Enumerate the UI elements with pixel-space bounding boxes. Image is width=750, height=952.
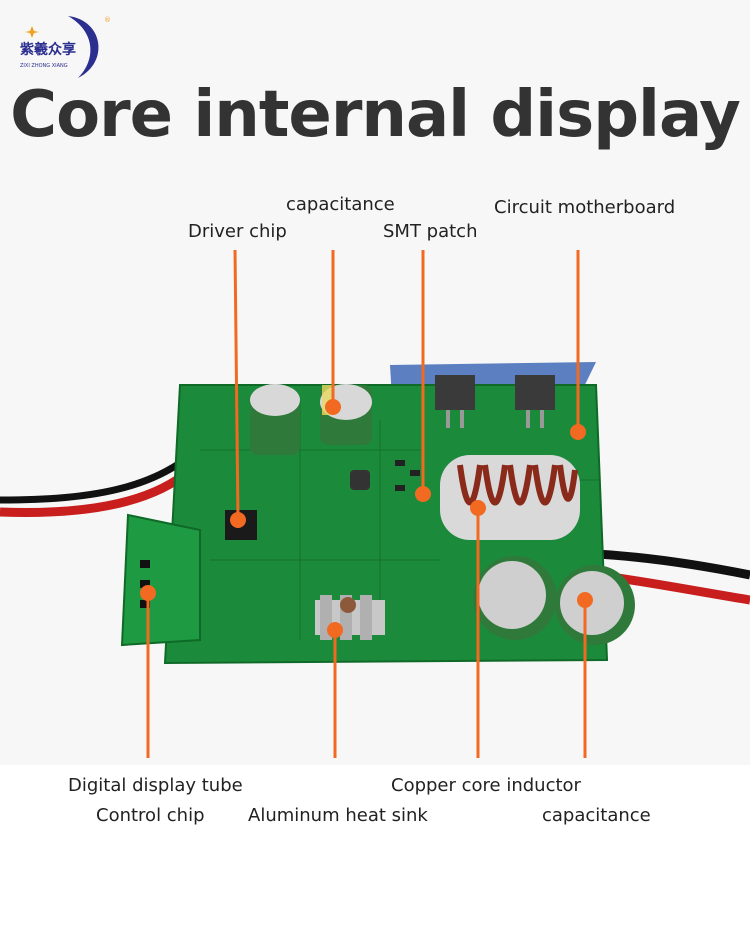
marker-circuit-motherboard <box>570 424 586 440</box>
label-control-chip: Control chip <box>96 805 205 826</box>
transistor-2 <box>515 375 555 410</box>
marker-copper-core-inductor <box>470 500 486 516</box>
logo-text-en: ZIXI ZHONG XIANG <box>20 63 68 69</box>
label-driver-chip: Driver chip <box>188 221 287 242</box>
label-copper-core-inductor: Copper core inductor <box>391 775 581 796</box>
label-smt-patch: SMT patch <box>383 221 478 242</box>
marker-digital-display-tube <box>140 585 156 601</box>
registered-mark: ® <box>104 16 111 24</box>
star-icon <box>25 26 39 38</box>
label-capacitance-bottom: capacitance <box>542 805 651 826</box>
label-capacitance-top: capacitance <box>286 194 395 215</box>
logo-text-cn: 紫羲众享 <box>20 41 76 58</box>
page-title: Core internal display <box>10 78 741 152</box>
marker-smt-patch <box>415 486 431 502</box>
copper-core-inductor <box>440 455 580 540</box>
leader-line-driver-chip <box>233 249 240 521</box>
brand-logo: 紫羲众享 ZIXI ZHONG XIANG ® <box>20 16 111 78</box>
bottom-label-area <box>0 765 750 952</box>
capacitor-bottom-2 <box>555 565 635 645</box>
digital-display-board <box>120 513 201 647</box>
marker-aluminum-heat-sink <box>327 622 343 638</box>
transistor-1 <box>435 375 475 410</box>
capacitor-top-2 <box>320 384 372 445</box>
marker-capacitance-top <box>325 399 341 415</box>
capacitor-top-1 <box>250 384 300 455</box>
marker-driver-chip <box>230 512 246 528</box>
marker-capacitance-bottom <box>577 592 593 608</box>
aluminum-heat-sink <box>315 595 385 640</box>
label-circuit-motherboard: Circuit motherboard <box>494 197 676 218</box>
label-digital-display-tube: Digital display tube <box>68 775 243 796</box>
capacitor-bottom-1 <box>473 556 557 640</box>
label-aluminum-heat-sink: Aluminum heat sink <box>248 805 428 826</box>
